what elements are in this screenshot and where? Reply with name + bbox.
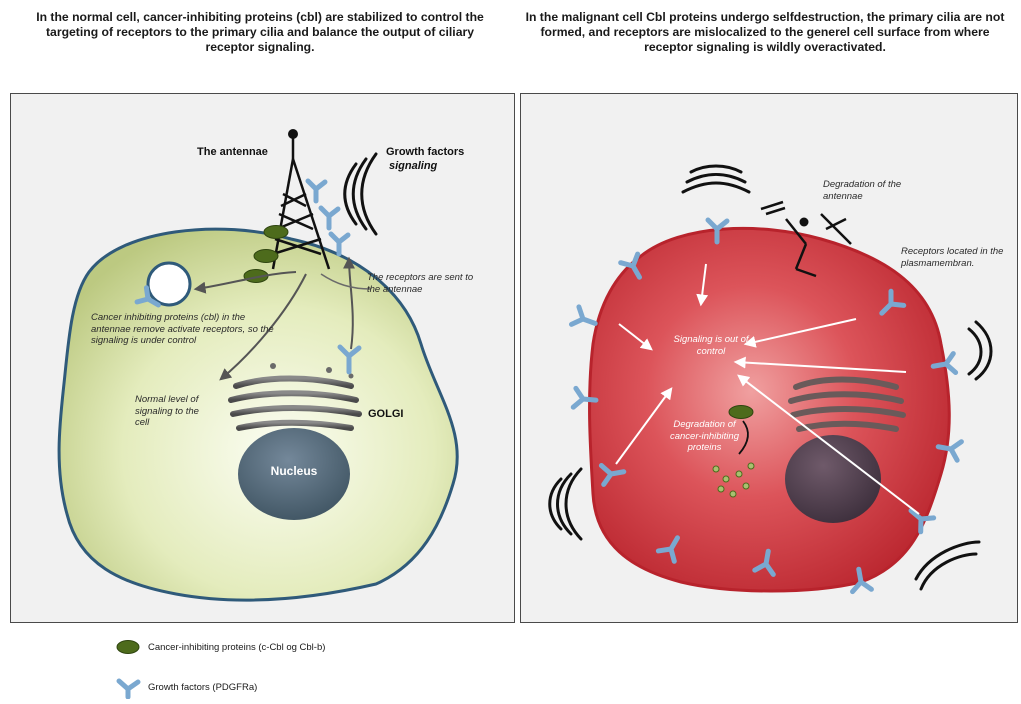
cbl-protein xyxy=(729,406,753,419)
legend-protein: Cancer-inhibiting proteins (c-Cbl og Cbl… xyxy=(108,635,325,659)
degradation-antennae-label: Degradation of the antennae xyxy=(823,179,943,202)
cbl-description-label: Cancer inhibiting proteins (cbl) in the … xyxy=(91,312,276,347)
left-caption: In the normal cell, cancer-inhibiting pr… xyxy=(20,10,500,55)
malignant-cell-membrane xyxy=(590,228,950,591)
protein-icon xyxy=(108,635,148,659)
antennae-label: The antennae xyxy=(197,147,268,159)
receptors-sent-label: The receptors are sent to the antennae xyxy=(367,272,477,295)
receptors-located-label: Receptors located in the plasmamembran. xyxy=(901,246,1016,269)
receptor-icon xyxy=(108,675,148,699)
growth-factors-label: Growth factors xyxy=(386,147,464,159)
degradation-proteins-label: Degradation of cancer-inhibiting protein… xyxy=(667,419,742,454)
malignant-cell-drawing xyxy=(521,94,1019,624)
receptor xyxy=(308,181,325,201)
golgi-label: GOLGI xyxy=(368,409,403,421)
legend-growth: Growth factors (PDGFRa) xyxy=(108,675,257,699)
vesicle xyxy=(148,263,190,305)
normal-cell-drawing xyxy=(11,94,516,624)
signaling-out-label: Signaling is out of control xyxy=(666,334,756,357)
signal-waves xyxy=(345,154,376,234)
legend-protein-label: Cancer-inhibiting proteins (c-Cbl og Cbl… xyxy=(148,642,325,653)
receptor xyxy=(321,208,338,228)
normal-level-label: Normal level of signaling to the cell xyxy=(135,394,215,429)
signaling-label: signaling xyxy=(389,161,437,173)
normal-cell-panel: The antennae Growth factors signaling Th… xyxy=(10,93,515,623)
malignant-cell-panel: Degradation of the antennae Receptors lo… xyxy=(520,93,1018,623)
right-caption: In the malignant cell Cbl proteins under… xyxy=(520,10,1010,55)
nucleus-label: Nucleus xyxy=(261,466,327,478)
legend-growth-label: Growth factors (PDGFRa) xyxy=(148,682,257,693)
